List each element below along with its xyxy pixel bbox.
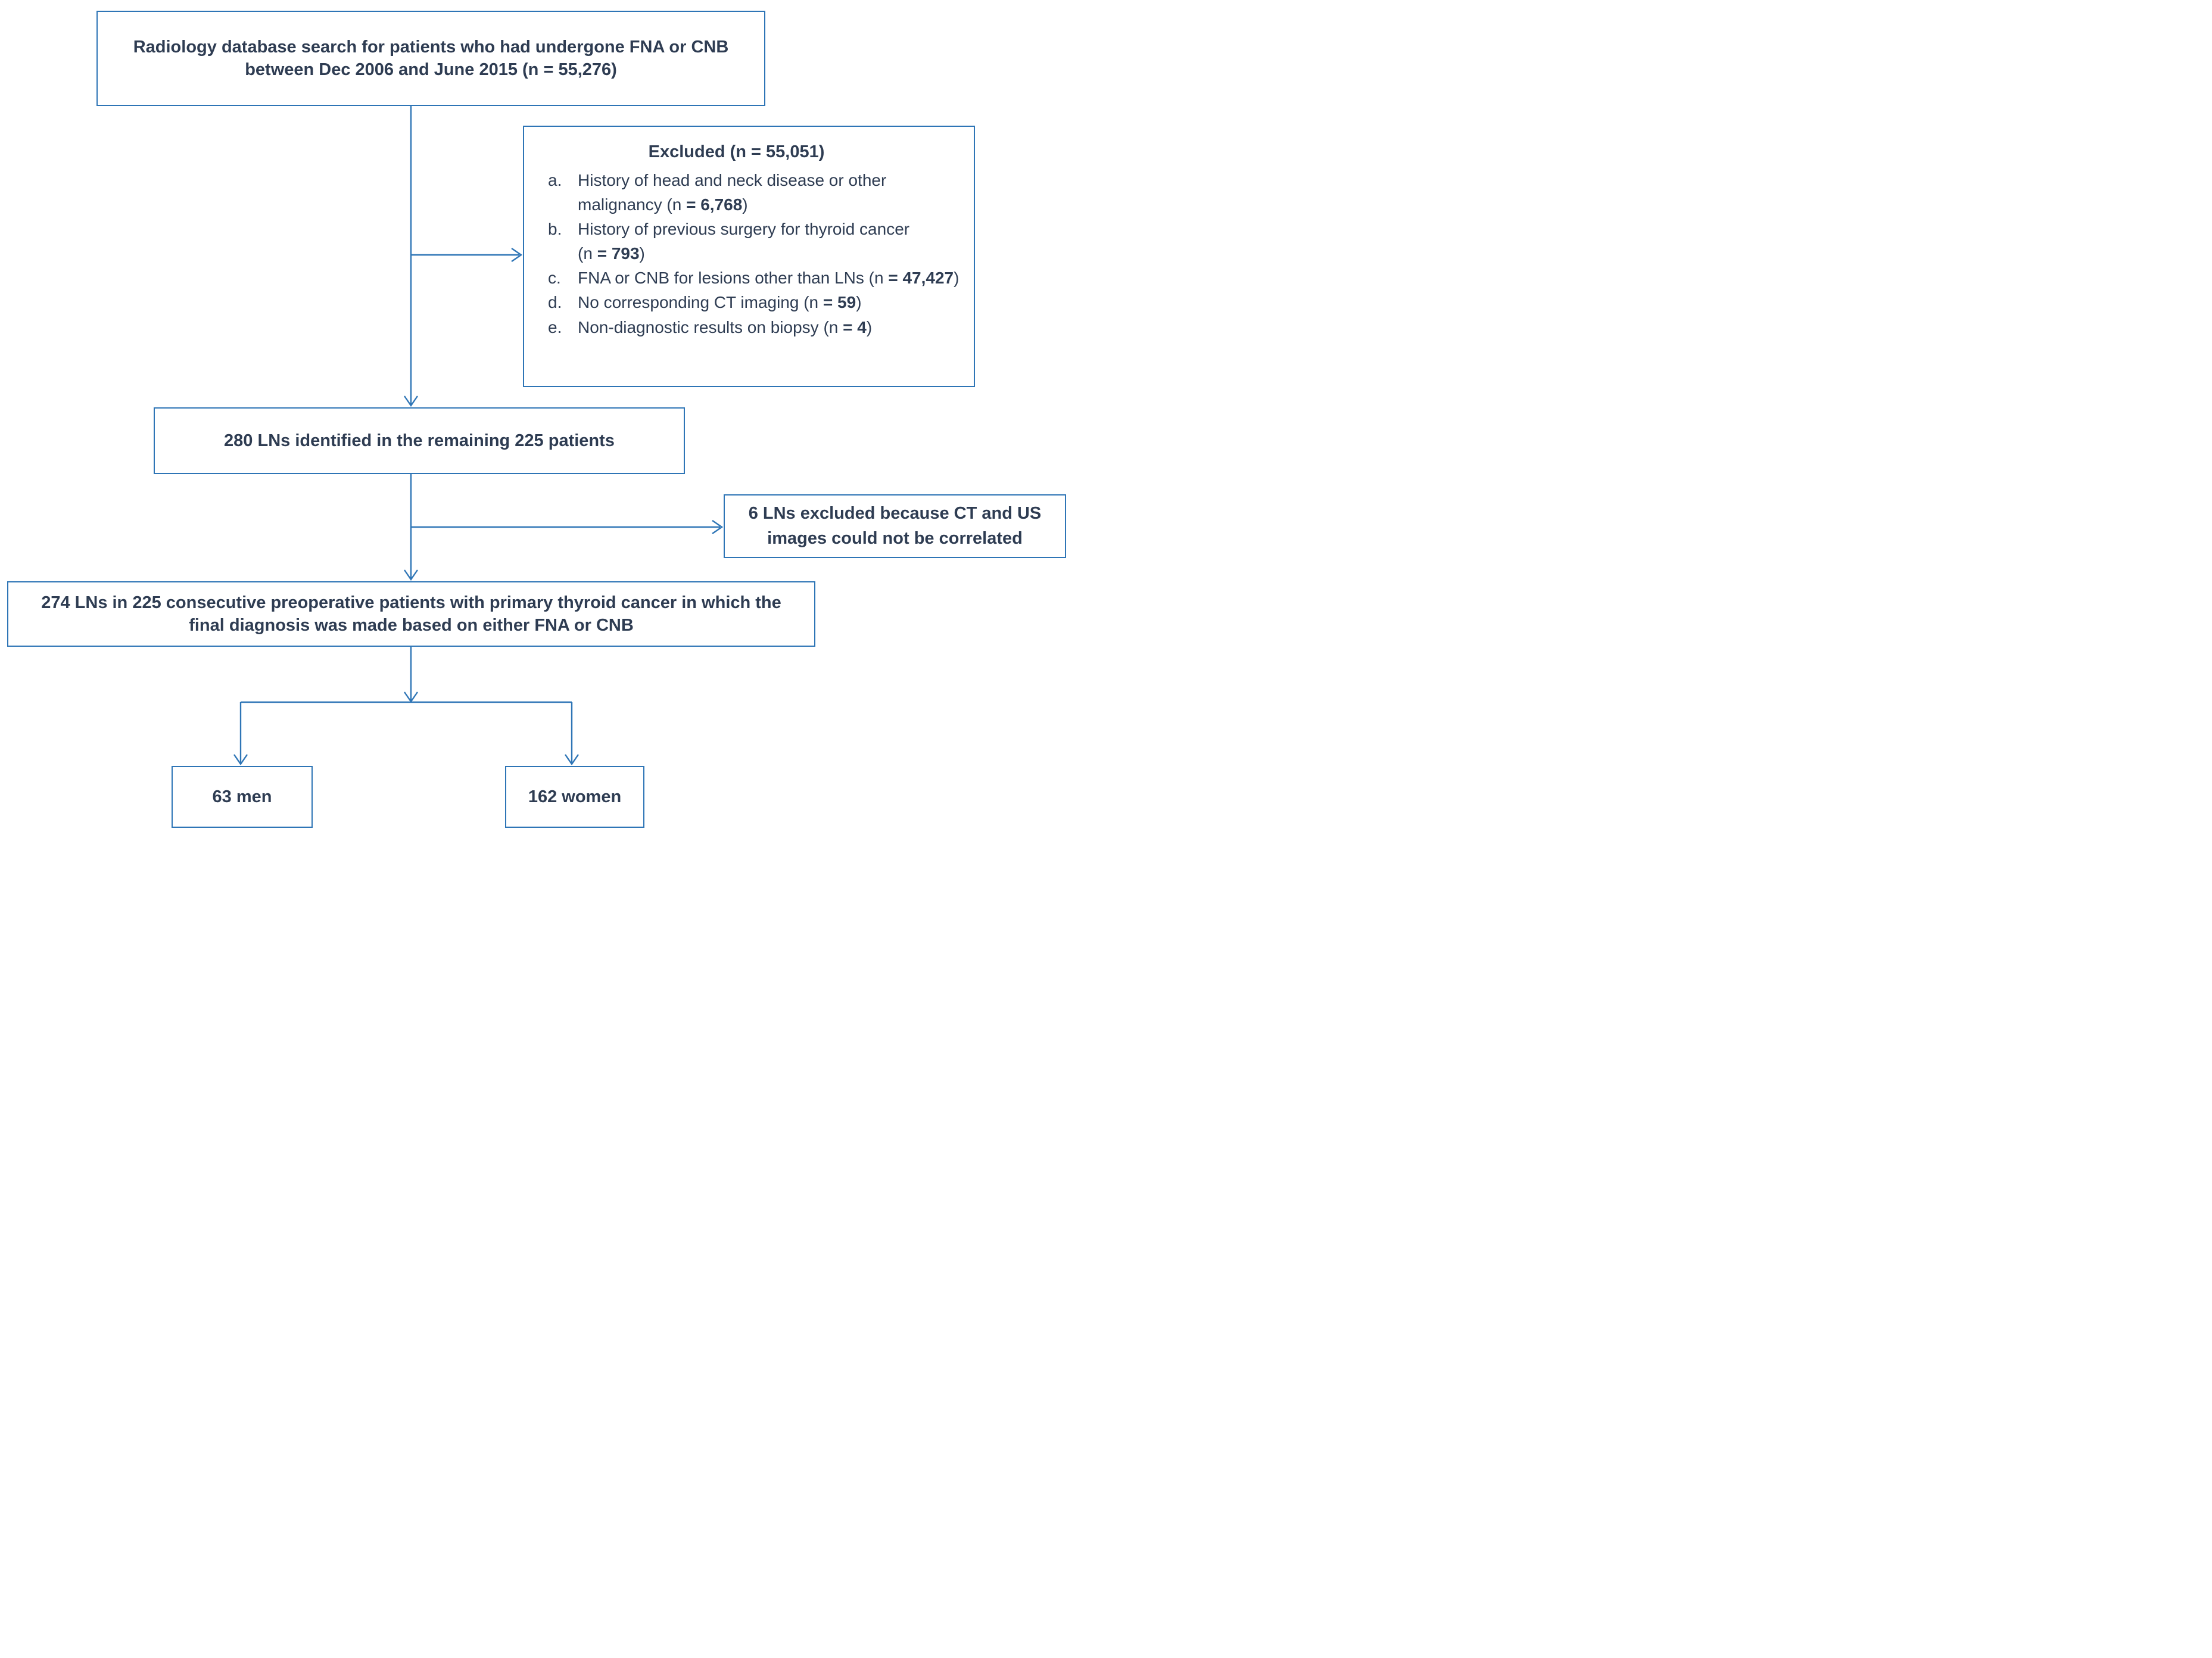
excluded-item: a. History of head and neck disease or o… <box>548 168 961 217</box>
box-identified-lns: 280 LNs identified in the remaining 225 … <box>154 407 685 474</box>
connector-branch-to-correlation-excluded <box>411 520 724 534</box>
box-excluded: Excluded (n = 55,051) a. History of head… <box>523 126 975 387</box>
excluded-item-label: d. <box>548 293 562 312</box>
connector-split-to-men <box>233 702 248 766</box>
men-count-text: 63 men <box>212 787 272 806</box>
excluded-item-text: No corresponding CT imaging (n = 59) <box>578 293 862 312</box>
arrowhead-right-icon <box>511 248 523 262</box>
excluded-item-text: Non-diagnostic results on biopsy (n = 4) <box>578 317 873 336</box>
connector-split-to-women <box>565 702 579 766</box>
excluded-item-text: History of head and neck disease or othe… <box>578 170 887 214</box>
database-search-text: Radiology database search for patients w… <box>133 37 729 79</box>
connector-search-to-identified <box>404 106 418 407</box>
excluded-item: d. No corresponding CT imaging (n = 59) <box>548 290 961 314</box>
arrowhead-right-icon <box>712 520 724 534</box>
excluded-title: Excluded (n = 55,051) <box>648 142 825 161</box>
excluded-item-text: History of previous surgery for thyroid … <box>578 219 910 263</box>
excluded-item-label: b. <box>548 219 562 238</box>
arrowhead-down-icon <box>404 395 418 407</box>
connector-final-to-split <box>404 647 418 703</box>
box-women: 162 women <box>505 766 644 828</box>
box-correlation-excluded: 6 LNs excluded because CT and US images … <box>724 494 1066 558</box>
box-men: 63 men <box>172 766 313 828</box>
arrowhead-down-icon <box>233 754 248 766</box>
final-cohort-text: 274 LNs in 225 consecutive preoperative … <box>41 593 781 635</box>
arrowhead-down-icon <box>565 754 579 766</box>
excluded-item-text: FNA or CNB for lesions other than LNs (n… <box>578 269 959 288</box>
women-count-text: 162 women <box>528 787 622 806</box>
excluded-item-label: a. <box>548 170 562 189</box>
correlation-excluded-text: 6 LNs excluded because CT and US images … <box>748 504 1042 548</box>
excluded-item-label: c. <box>548 269 561 288</box>
excluded-item: e. Non-diagnostic results on biopsy (n =… <box>548 315 961 339</box>
identified-lns-text: 280 LNs identified in the remaining 225 … <box>224 431 615 450</box>
flowchart-connectors <box>233 106 724 766</box>
arrowhead-down-icon <box>404 569 418 581</box>
box-database-search: Radiology database search for patients w… <box>96 11 765 106</box>
box-final-cohort: 274 LNs in 225 consecutive preoperative … <box>7 581 815 647</box>
excluded-item: c. FNA or CNB for lesions other than LNs… <box>548 266 961 290</box>
connector-branch-to-excluded <box>411 248 523 262</box>
excluded-item-label: e. <box>548 317 562 336</box>
excluded-item: b. History of previous surgery for thyro… <box>548 217 961 266</box>
flowchart-canvas: Radiology database search for patients w… <box>0 0 1106 829</box>
